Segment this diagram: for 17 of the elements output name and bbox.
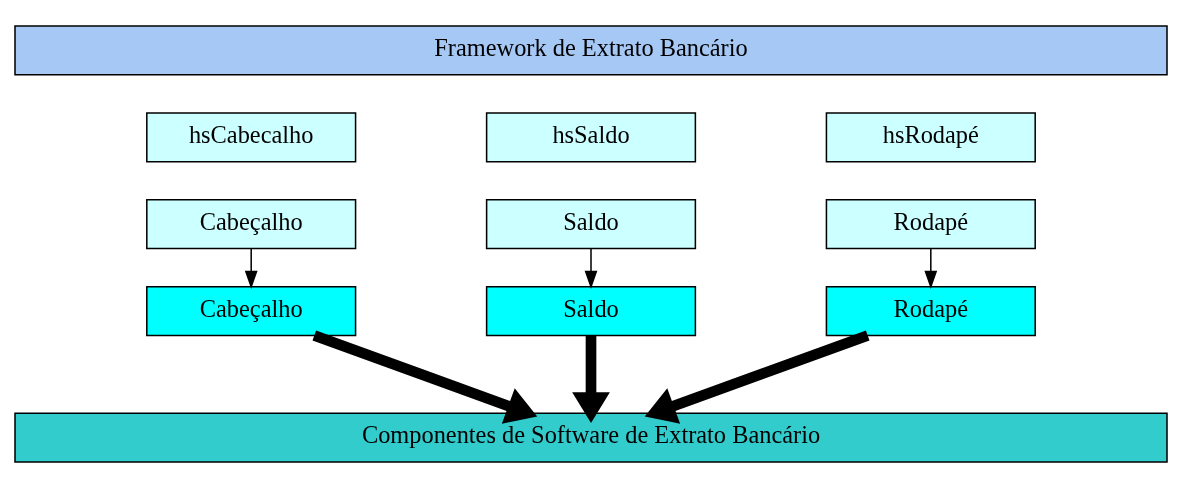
node-box: Saldo [485, 285, 697, 336]
arrow [572, 335, 610, 423]
node-box: Saldo [485, 198, 697, 249]
node-box: hsRodapé [825, 111, 1036, 162]
node-box: Cabeçalho [146, 198, 357, 249]
arrow [312, 330, 538, 424]
node-box: Framework de Extrato Bancário [14, 24, 1168, 76]
arrow [644, 330, 870, 424]
node-box: Rodapé [825, 198, 1036, 249]
node-box: Cabeçalho [146, 285, 357, 336]
arrow [584, 247, 598, 289]
node-box: Componentes de Software de Extrato Bancário [14, 411, 1168, 463]
node-box: Rodapé [825, 285, 1036, 336]
node-box: hsCabecalho [146, 111, 357, 162]
node-box: hsSaldo [485, 111, 697, 162]
arrow [244, 247, 258, 289]
arrow [924, 247, 938, 289]
